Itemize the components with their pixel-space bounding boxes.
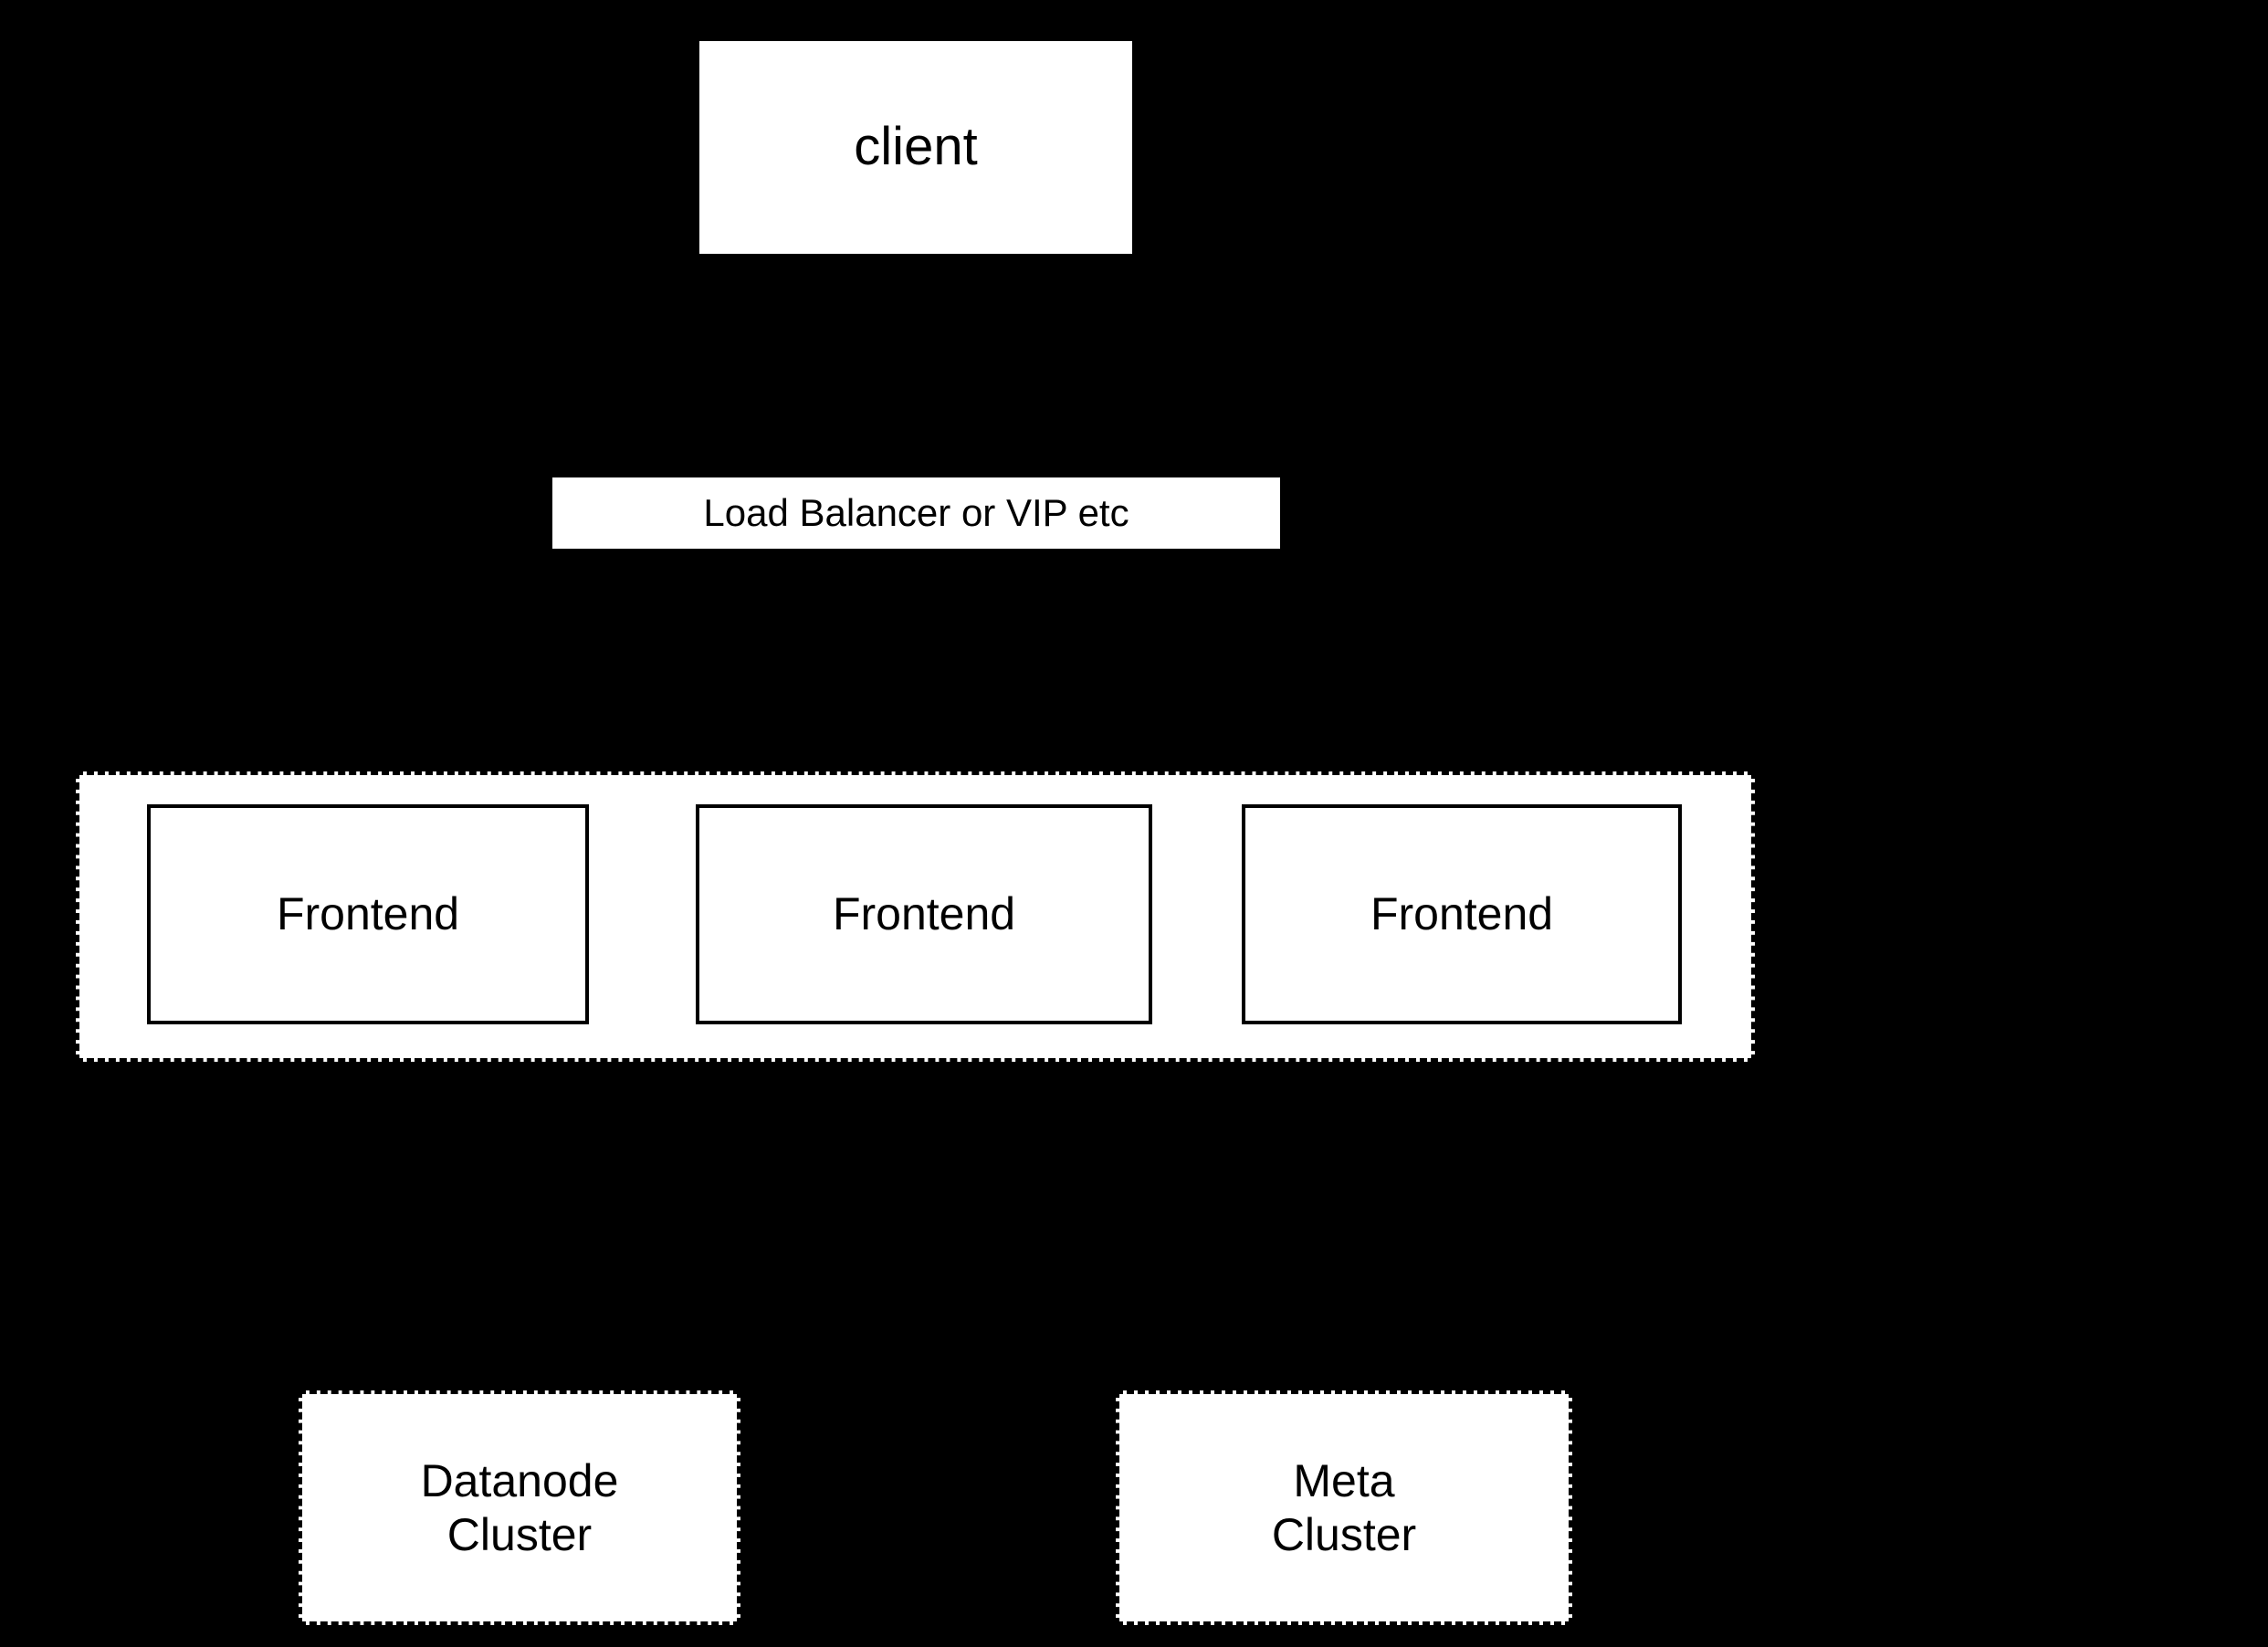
frontend-node-1-label: Frontend — [276, 888, 460, 939]
frontend-node-2[interactable]: Frontend — [696, 804, 1152, 1024]
datanode-cluster-node-label: Datanode Cluster — [420, 1454, 619, 1560]
frontend-node-3[interactable]: Frontend — [1242, 804, 1682, 1024]
meta-cluster-node-label: Meta Cluster — [1271, 1454, 1417, 1560]
load-balancer-node[interactable]: Load Balancer or VIP etc — [552, 477, 1280, 549]
meta-cluster-node[interactable]: Meta Cluster — [1116, 1390, 1572, 1625]
frontend-node-1[interactable]: Frontend — [147, 804, 589, 1024]
load-balancer-node-label: Load Balancer or VIP etc — [703, 491, 1129, 535]
frontend-node-3-label: Frontend — [1370, 888, 1554, 939]
datanode-cluster-node[interactable]: Datanode Cluster — [299, 1390, 740, 1625]
client-node-label: client — [854, 117, 978, 177]
client-node[interactable]: client — [699, 41, 1132, 254]
frontend-node-2-label: Frontend — [832, 888, 1016, 939]
